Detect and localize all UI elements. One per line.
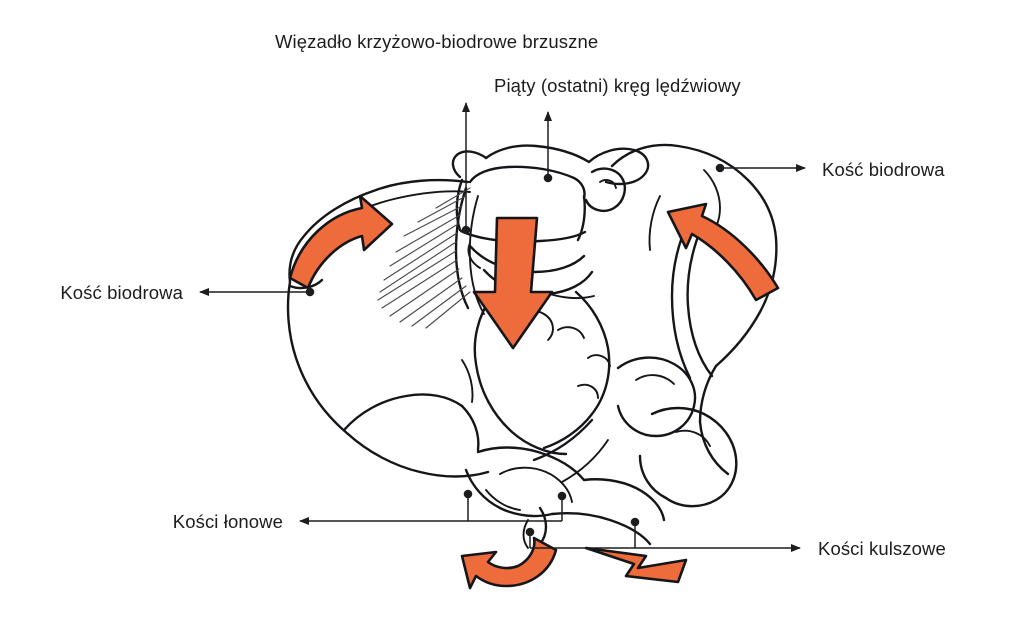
label-fifth-lumbar-vertebra: Piąty (ostatni) kręg lędźwiowy [494, 75, 741, 96]
label-ilium-left: Kość biodrowa [60, 282, 183, 303]
leader-ischial-bones [525, 517, 801, 552]
force-arrow-pubic-reaction-left [460, 536, 558, 590]
leader-ilium-left [199, 287, 315, 297]
label-pubic-bones: Kości łonowe [173, 511, 283, 532]
label-ischial-bones: Kości kulszowe [818, 538, 946, 559]
acetabulum-outline [616, 356, 697, 438]
force-arrow-iliac-crest-left [288, 194, 394, 290]
leader-fifth-lumbar-vertebra [543, 111, 553, 183]
right-ilium-outline [610, 143, 778, 476]
left-sacroiliac-joint [454, 186, 485, 315]
leader-sacroiliac-ligament [461, 102, 471, 235]
superior-articular-process [584, 167, 626, 212]
lumbar-vertebra-outline [451, 144, 650, 269]
ventral-sacroiliac-ligament-fibers [377, 187, 471, 329]
label-sacroiliac-ligament: Więzadło krzyżowo-biodrowe brzuszne [275, 31, 598, 52]
force-arrow-axial-load-down [472, 216, 554, 350]
leader-ilium-right [715, 163, 806, 173]
force-arrow-iliac-crest-right [666, 202, 780, 302]
force-arrow-ischial-reaction-right [584, 546, 688, 584]
ischium-outline [638, 406, 738, 508]
leader-pubic-bones [299, 489, 567, 525]
left-ilium-outline [286, 178, 490, 478]
pelvic-inlet-line [532, 418, 609, 483]
label-ilium-right: Kość biodrowa [822, 159, 945, 180]
